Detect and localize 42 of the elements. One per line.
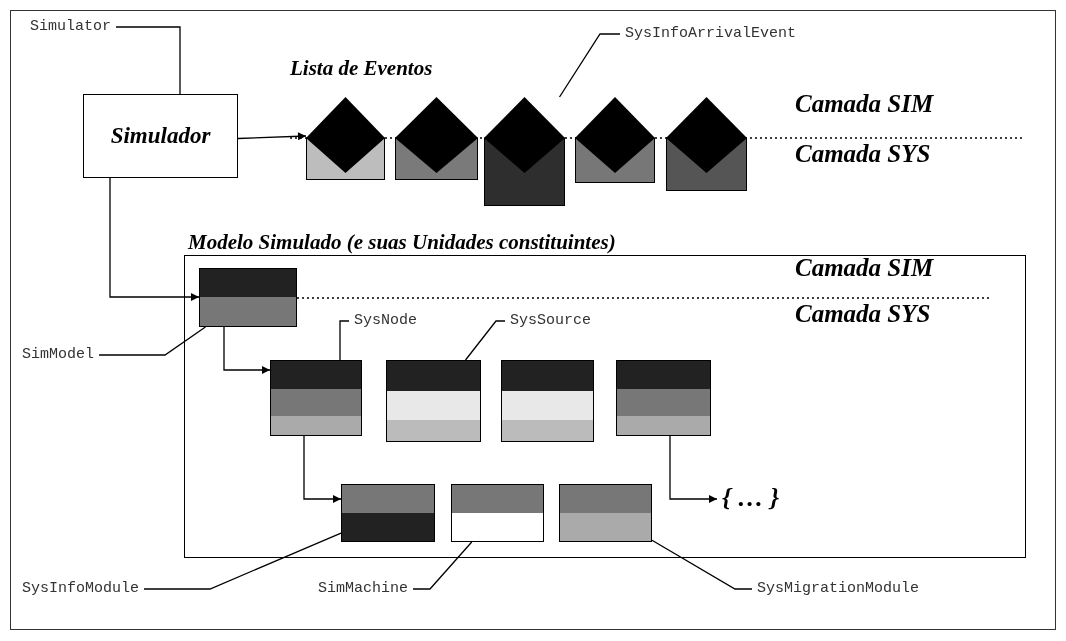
layer-label: Camada SYS — [795, 140, 931, 168]
layer-label: Camada SYS — [795, 300, 931, 328]
class-name-text: SysSource — [510, 312, 591, 330]
unit-block — [451, 484, 544, 542]
event-envelope — [484, 97, 565, 206]
event-envelope — [666, 97, 747, 191]
leader-line — [98, 326, 207, 356]
unit-block — [341, 484, 435, 542]
arrow — [303, 435, 342, 503]
leader-line — [339, 320, 350, 361]
leader-line — [143, 532, 342, 590]
event-envelope — [306, 97, 385, 180]
leader-line — [412, 541, 473, 590]
class-name-text: SimModel — [22, 346, 94, 364]
class-name-text: Simulator — [30, 18, 111, 36]
leader-line — [115, 26, 181, 95]
unit-block — [199, 268, 297, 327]
ellipsis-text: { … } — [722, 483, 780, 513]
unit-block — [270, 360, 362, 436]
unit-block — [386, 360, 481, 442]
leader-line — [464, 320, 506, 361]
class-name-text: SimMachine — [318, 580, 408, 598]
process-box: Simulador — [83, 94, 238, 178]
unit-block — [501, 360, 594, 442]
class-name-text: SysMigrationModule — [757, 580, 920, 598]
event-envelope — [575, 97, 655, 183]
class-name-text: SysNode — [354, 312, 417, 330]
group-title: Modelo Simulado (e suas Unidades constituintes) — [188, 230, 616, 255]
unit-block — [559, 484, 652, 542]
leader-line — [558, 33, 621, 98]
arrow — [109, 177, 200, 301]
arrow — [669, 435, 718, 503]
arrow — [237, 132, 307, 141]
layer-label: Camada SIM — [795, 90, 934, 118]
unit-block — [616, 360, 711, 436]
class-name-text: SysInfoModule — [22, 580, 140, 598]
layer-label: Camada SIM — [795, 254, 934, 282]
list-title: Lista de Eventos — [290, 56, 433, 81]
class-name-text: SysInfoArrivalEvent — [625, 25, 797, 43]
leader-line — [651, 539, 753, 590]
event-envelope — [395, 97, 478, 180]
arrow — [223, 326, 271, 374]
